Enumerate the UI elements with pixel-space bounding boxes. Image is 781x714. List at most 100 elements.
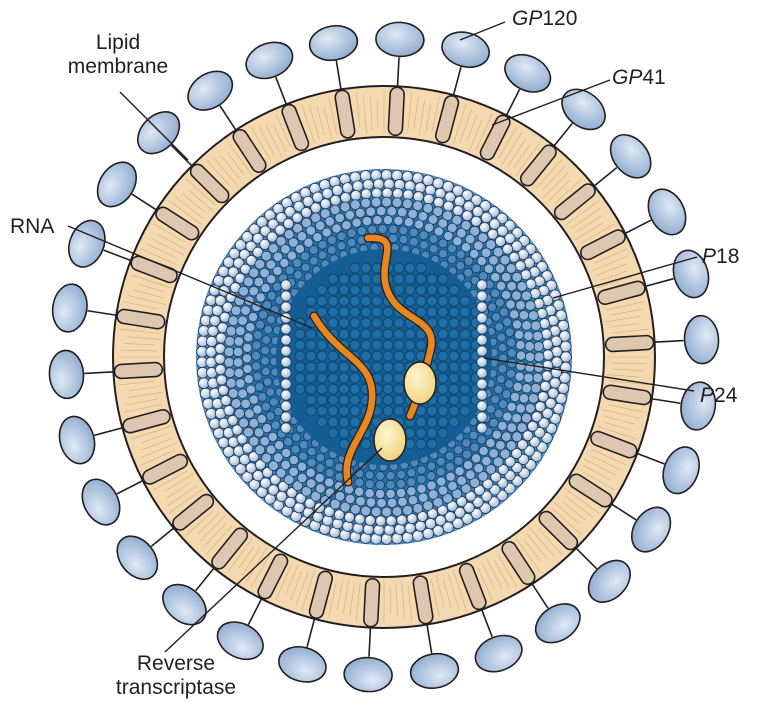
- gp41-protein: [590, 430, 638, 459]
- capsid-bead: [272, 281, 282, 292]
- capsid-bead: [423, 222, 435, 233]
- gp41-protein: [519, 144, 557, 187]
- capsid-bead: [240, 305, 251, 316]
- capsid-bead: [291, 212, 303, 224]
- gp120-knob: [662, 446, 700, 495]
- capsid-bead: [248, 267, 260, 279]
- capsid-bead: [515, 300, 526, 311]
- capsid-bead: [541, 370, 553, 382]
- membrane-texture-line: [123, 301, 160, 310]
- capsid-bead: [496, 280, 507, 291]
- capsid-inner-bead: [393, 361, 405, 373]
- capsid-bead: [509, 392, 521, 403]
- capsid-inner-bead: [371, 339, 383, 351]
- capsid-inner-bead: [327, 295, 339, 307]
- gp120-stalk: [368, 626, 372, 657]
- membrane-texture-line: [452, 569, 467, 611]
- capsid-bead: [507, 348, 517, 358]
- capsid-inner-bead: [393, 262, 405, 274]
- capsid-bead: [329, 194, 341, 206]
- capsid-bead: [266, 274, 277, 285]
- capsid-bead: [402, 504, 413, 516]
- capsid-inner-bead: [360, 350, 372, 362]
- capsid-bead: [512, 381, 523, 392]
- capsid-bead: [257, 391, 268, 402]
- membrane-texture-line: [466, 114, 478, 143]
- capsid-bead: [397, 496, 408, 508]
- capsid-bead: [362, 179, 374, 191]
- capsid-inner-bead: [371, 328, 383, 340]
- membrane-texture-line: [220, 154, 242, 181]
- capsid-bead: [300, 207, 312, 219]
- capsid-bead: [495, 440, 506, 451]
- capsid-bead: [312, 232, 323, 243]
- membrane-texture-line: [140, 248, 177, 265]
- capsid-bead: [307, 446, 317, 457]
- capsid-inner-bead: [371, 350, 383, 362]
- gp120-stalk: [396, 57, 400, 88]
- capsid-inner-bead: [393, 273, 405, 285]
- capsid-bead: [497, 364, 508, 374]
- capsid-bead: [310, 202, 322, 214]
- capsid-bead: [506, 280, 517, 292]
- capsid-inner-bead: [437, 284, 449, 296]
- capsid-bead: [406, 477, 417, 487]
- capsid-inner-bead: [459, 350, 471, 362]
- gp120-knob: [630, 506, 672, 553]
- capsid-inner-bead: [327, 306, 339, 318]
- p24-bead: [280, 290, 292, 302]
- p24-bead: [280, 279, 292, 291]
- capsid-inner-bead: [327, 317, 339, 329]
- capsid-inner-bead: [305, 328, 317, 340]
- capsid-bead: [375, 515, 387, 527]
- capsid-bead: [375, 488, 386, 499]
- capsid-bead: [521, 412, 532, 424]
- capsid-bead: [539, 318, 551, 330]
- capsid-inner-bead: [426, 427, 438, 439]
- capsid-bead: [432, 206, 444, 217]
- capsid-inner-bead: [426, 416, 438, 428]
- p24-bead: [280, 334, 292, 346]
- membrane-texture-line: [130, 425, 172, 440]
- capsid-bead: [274, 440, 285, 451]
- capsid-bead: [268, 460, 279, 472]
- capsid-bead: [315, 483, 326, 494]
- gp41-protein: [281, 103, 310, 152]
- capsid-bead: [270, 420, 281, 431]
- capsid-inner-bead: [459, 394, 471, 406]
- capsid-inner-bead: [437, 295, 449, 307]
- gp120-knob: [587, 559, 631, 603]
- membrane-texture-line: [548, 179, 571, 201]
- membrane-texture-line: [301, 569, 316, 611]
- membrane-texture-line: [238, 546, 254, 569]
- capsid-bead: [497, 342, 508, 353]
- capsid-bead: [412, 502, 424, 514]
- capsid-bead: [428, 234, 439, 244]
- capsid-bead: [346, 228, 357, 239]
- capsid-inner-bead: [459, 295, 471, 307]
- capsid-bead: [463, 501, 475, 514]
- capsid-bead: [260, 283, 271, 294]
- membrane-texture-line: [430, 578, 440, 618]
- gp41-protein: [155, 206, 200, 241]
- capsid-bead: [455, 249, 466, 260]
- membrane-texture-line: [535, 159, 563, 189]
- capsid-inner-bead: [459, 317, 471, 329]
- capsid-bead: [524, 351, 536, 363]
- capsid-bead: [476, 434, 487, 445]
- gp120-stalk: [87, 309, 118, 317]
- p24-bead: [476, 279, 488, 291]
- capsid-bead: [487, 228, 499, 240]
- capsid-bead: [373, 524, 385, 536]
- capsid-bead: [511, 447, 523, 459]
- capsid-bead: [524, 341, 535, 352]
- capsid-bead: [491, 429, 502, 440]
- capsid-bead: [243, 332, 254, 343]
- gp120-stalk: [592, 167, 618, 188]
- capsid-bead: [279, 257, 290, 269]
- gp120-knob: [441, 31, 490, 68]
- capsid-bead: [308, 245, 319, 255]
- membrane-texture-line: [137, 283, 164, 292]
- leader-lipid-membrane: [119, 91, 189, 161]
- capsid-bead: [443, 200, 455, 212]
